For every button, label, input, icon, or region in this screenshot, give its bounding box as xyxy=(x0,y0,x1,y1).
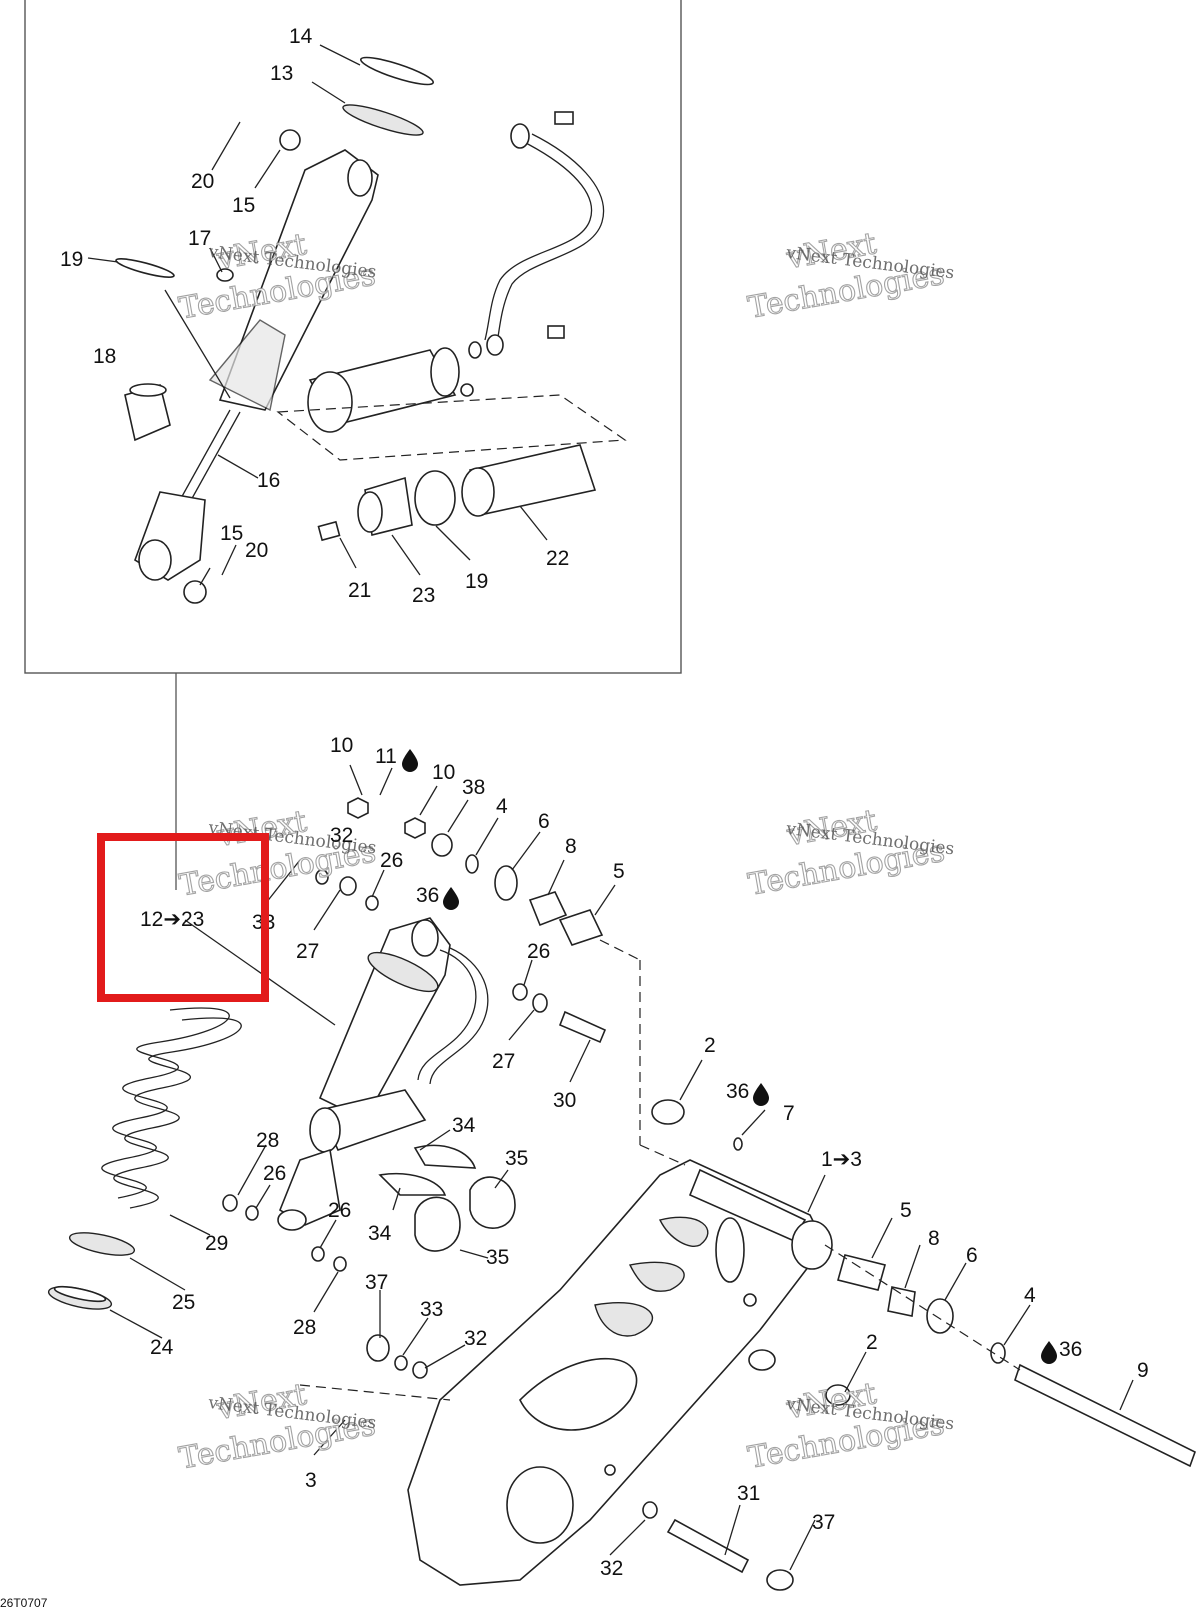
oil-drop-icon xyxy=(402,749,418,772)
callout-4: 4 xyxy=(1024,1284,1036,1307)
callout-2: 2 xyxy=(866,1331,878,1354)
callout-5: 5 xyxy=(900,1199,912,1222)
callout-labels: 14 13 20 15 17 19 18 16 15 20 21 23 19 2… xyxy=(60,25,1149,1580)
callout-25: 25 xyxy=(172,1291,195,1314)
callout-16: 16 xyxy=(257,469,280,492)
callout-6: 6 xyxy=(538,810,550,833)
highlight-box xyxy=(97,833,269,1002)
callout-30: 30 xyxy=(553,1089,576,1112)
callout-36: 36 xyxy=(726,1080,749,1103)
callout-13: 13 xyxy=(270,62,293,85)
inset-leaders xyxy=(87,44,548,586)
callout-8: 8 xyxy=(565,835,577,858)
main-leaders xyxy=(109,764,1134,1571)
callout-29: 29 xyxy=(205,1232,228,1255)
callout-36: 36 xyxy=(1059,1338,1082,1361)
callout-9: 9 xyxy=(1137,1359,1149,1382)
callout-35: 35 xyxy=(486,1246,509,1269)
callout-14: 14 xyxy=(289,25,313,48)
callout-2: 2 xyxy=(704,1034,716,1057)
callout-1-to-3: 1➔3 xyxy=(821,1148,862,1171)
callout-26: 26 xyxy=(263,1162,286,1185)
callout-36-lubricate: 36 xyxy=(1041,1338,1082,1364)
reference-label: 12➔23 xyxy=(140,908,204,931)
callout-36-lubricate: 36 xyxy=(726,1080,769,1106)
callout-27: 27 xyxy=(296,940,319,963)
coil-spring xyxy=(101,1007,242,1209)
drawing-code: 26T0707 xyxy=(0,1596,48,1610)
callout-26: 26 xyxy=(328,1199,351,1222)
callout-24: 24 xyxy=(150,1336,174,1359)
callout-20: 20 xyxy=(245,539,268,562)
callout-35: 35 xyxy=(505,1147,528,1170)
callout-5: 5 xyxy=(613,860,625,883)
callout-15: 15 xyxy=(220,522,243,545)
swing-arm xyxy=(407,1159,833,1586)
callout-26: 26 xyxy=(527,940,550,963)
callout-11-lubricate: 11 xyxy=(375,745,418,772)
inset-reservoir xyxy=(276,111,627,542)
callout-7: 7 xyxy=(783,1102,795,1125)
callout-3: 3 xyxy=(305,1469,317,1492)
callout-18: 18 xyxy=(93,345,116,368)
assembly-axis-lines xyxy=(299,939,1021,1401)
callout-17: 17 xyxy=(188,227,211,250)
callout-27: 27 xyxy=(492,1050,515,1073)
callout-32: 32 xyxy=(464,1327,487,1350)
callout-32: 32 xyxy=(330,824,353,847)
callout-8: 8 xyxy=(928,1227,940,1250)
callout-19: 19 xyxy=(465,570,488,593)
inset-shock-absorber xyxy=(134,149,379,581)
callout-20: 20 xyxy=(191,170,214,193)
callout-22: 22 xyxy=(546,547,569,570)
callout-23: 23 xyxy=(412,584,435,607)
watermark-text: vNext xyxy=(213,227,309,277)
callout-38: 38 xyxy=(462,776,485,799)
callout-28: 28 xyxy=(256,1129,279,1152)
callout-37: 37 xyxy=(812,1511,835,1534)
callout-34: 34 xyxy=(452,1114,476,1137)
hardware-parts xyxy=(222,797,1196,1591)
inset-frame xyxy=(24,0,682,674)
callout-15: 15 xyxy=(232,194,255,217)
oil-drop-icon xyxy=(443,887,459,910)
callout-19: 19 xyxy=(60,248,83,271)
oil-drop-icon xyxy=(753,1083,769,1106)
callout-26: 26 xyxy=(380,849,403,872)
spring-seats xyxy=(47,1232,136,1310)
callout-4: 4 xyxy=(496,795,508,818)
callout-21: 21 xyxy=(348,579,371,602)
callout-10: 10 xyxy=(330,734,353,757)
callout-6: 6 xyxy=(966,1244,978,1267)
callout-33: 33 xyxy=(420,1298,443,1321)
callout-32: 32 xyxy=(600,1557,623,1580)
main-shock-assembly xyxy=(277,917,489,1231)
callout-37: 37 xyxy=(365,1271,388,1294)
callout-10: 10 xyxy=(432,761,455,784)
callout-36: 36 xyxy=(416,884,439,907)
callout-28: 28 xyxy=(293,1316,316,1339)
callout-11: 11 xyxy=(375,745,397,768)
oil-drop-icon xyxy=(1041,1341,1057,1364)
callout-31: 31 xyxy=(737,1482,760,1505)
callout-36-lubricate: 36 xyxy=(416,884,459,910)
callout-34: 34 xyxy=(368,1222,392,1245)
inset-small-parts xyxy=(115,56,435,604)
